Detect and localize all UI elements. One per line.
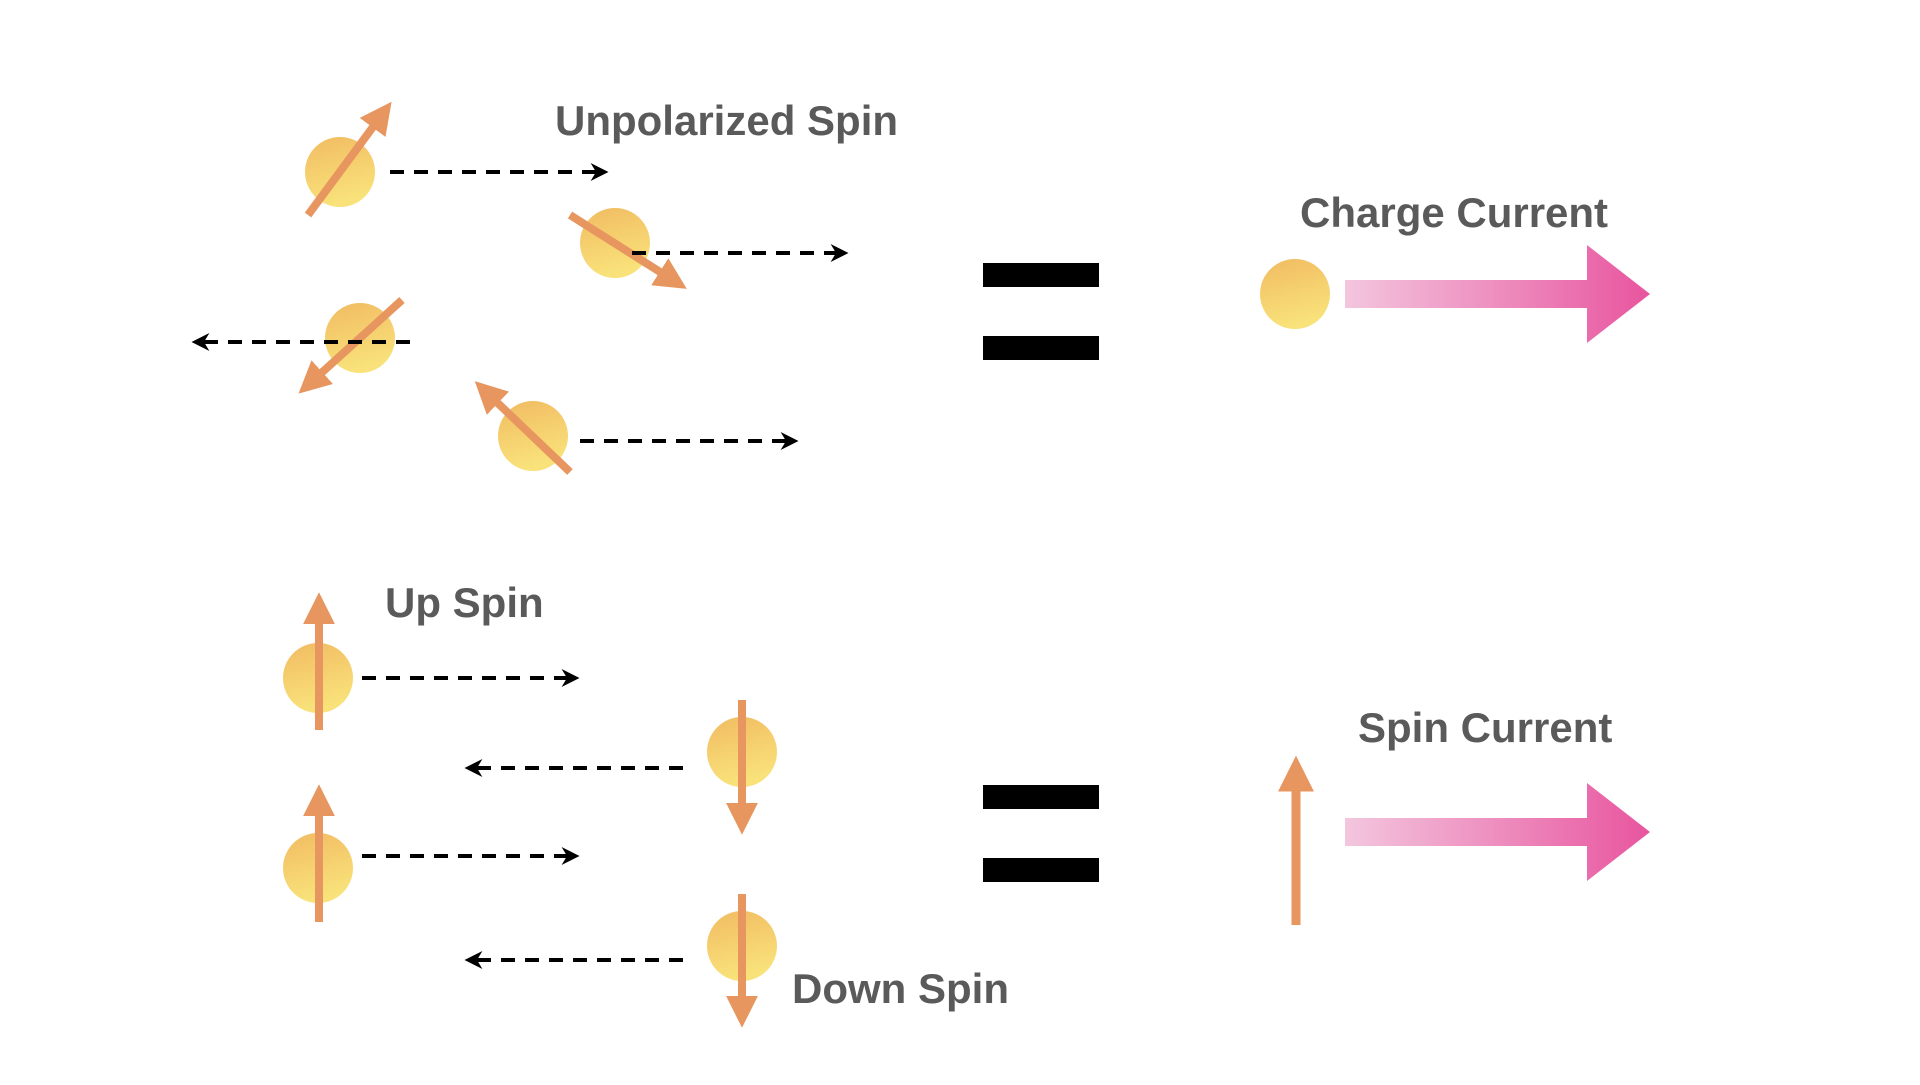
spin-arrow <box>304 101 392 218</box>
equals-bar <box>983 336 1099 360</box>
charge-current-label: Charge Current <box>1300 189 1608 236</box>
up-spin-electron <box>283 592 580 730</box>
spin-arrow <box>474 381 573 475</box>
spin-arrow <box>567 211 687 289</box>
unpolarized-electron <box>191 297 410 394</box>
charge-electron <box>1260 259 1330 329</box>
unpolarized-electron <box>304 101 609 218</box>
equals-sign <box>983 785 1099 882</box>
spin-current-arrow <box>1345 783 1650 881</box>
equals-bar <box>983 858 1099 882</box>
equals-bar <box>983 263 1099 287</box>
up-spin-electron <box>283 784 580 922</box>
down-spin-label: Down Spin <box>792 965 1009 1012</box>
unpolarized-electron <box>567 208 849 289</box>
equals-sign <box>983 263 1099 360</box>
spin-current-label: Spin Current <box>1358 704 1612 751</box>
down-spin-electron <box>464 894 777 1028</box>
down-spin-electron <box>464 700 777 835</box>
unpolarized-spin-label: Unpolarized Spin <box>555 97 898 144</box>
charge-current-arrow <box>1345 245 1650 343</box>
up-spin-label: Up Spin <box>385 579 544 626</box>
equals-bar <box>983 785 1099 809</box>
unpolarized-electron <box>474 381 799 475</box>
